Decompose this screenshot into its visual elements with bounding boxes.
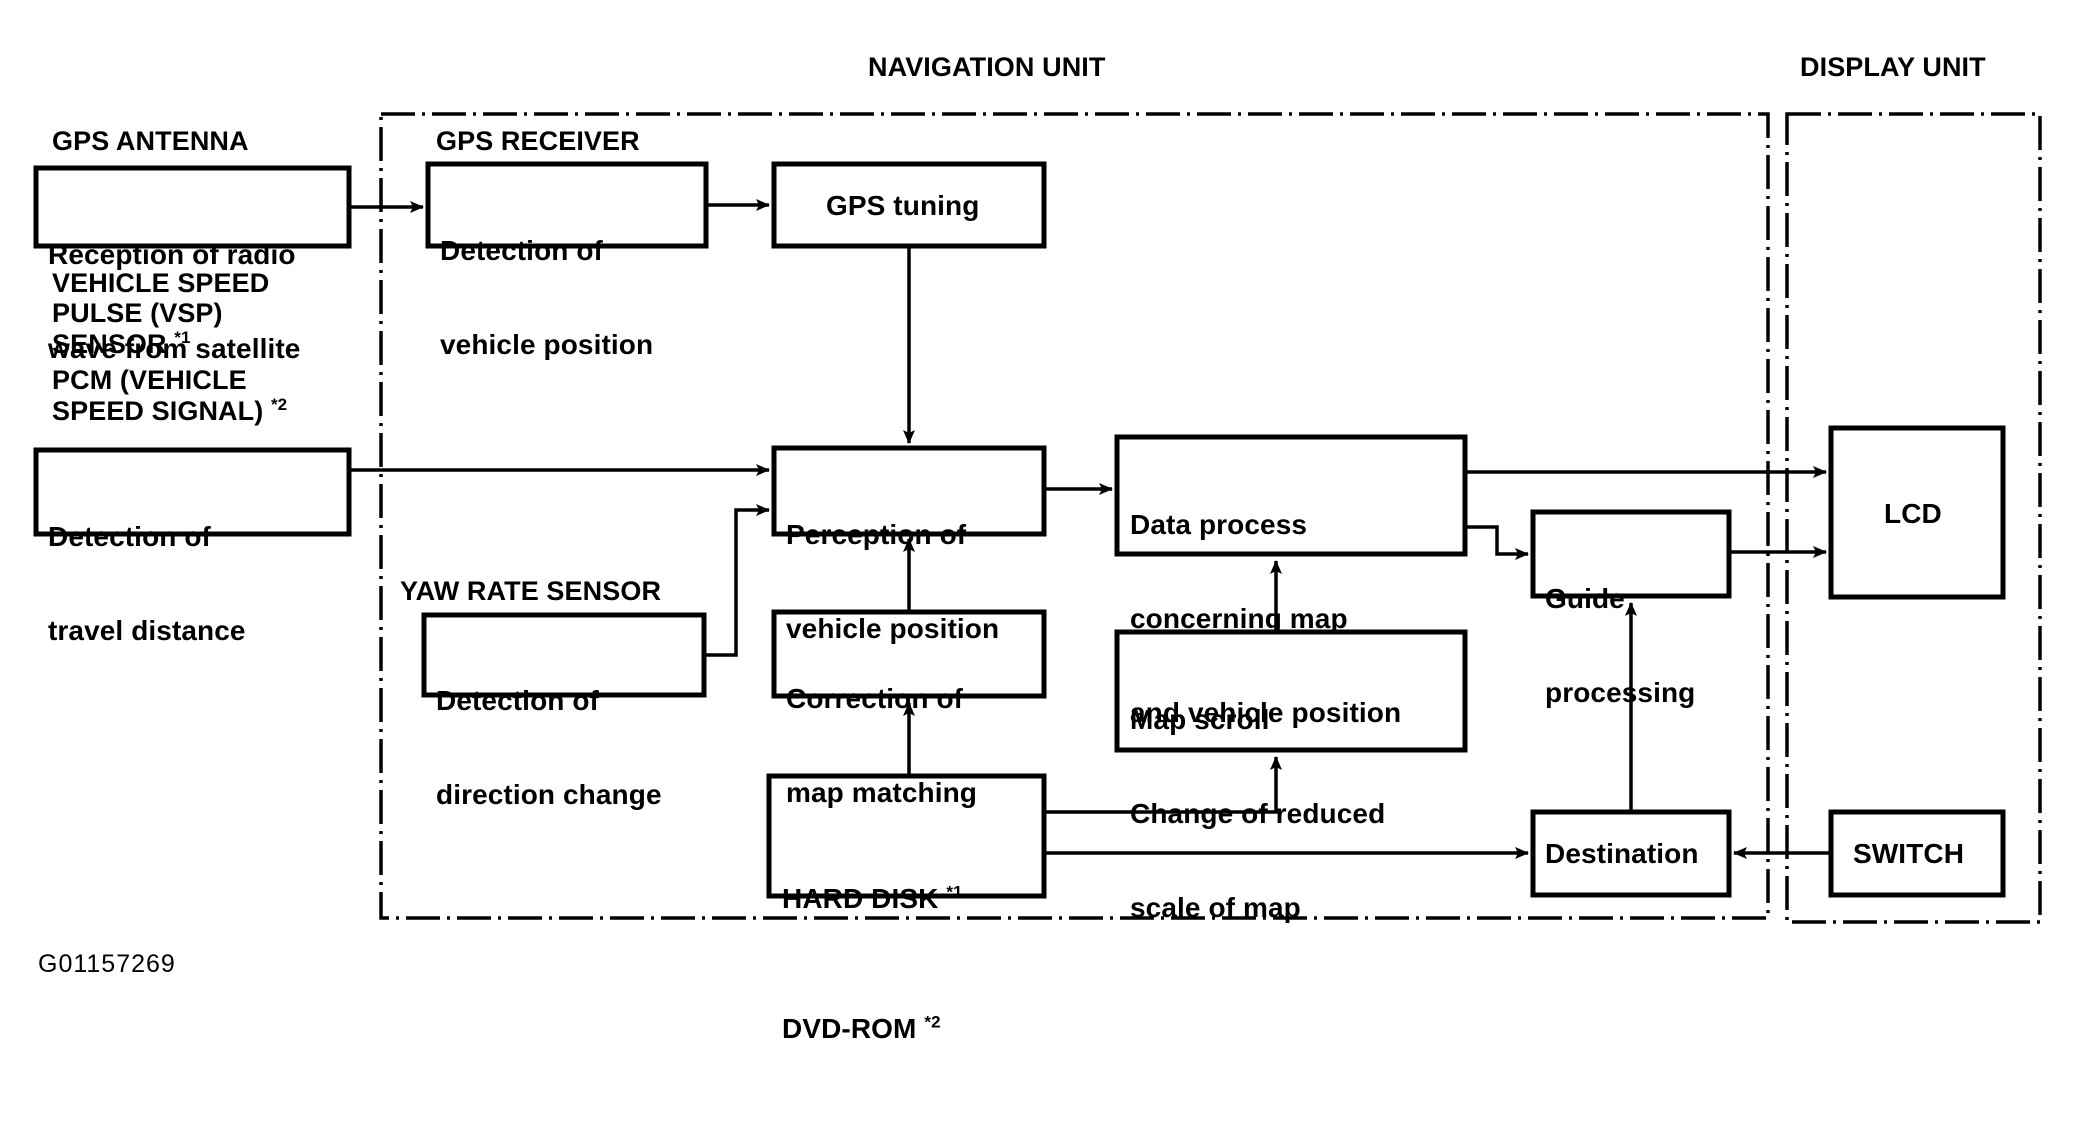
pcm-line-2: SPEED SIGNAL) *2 [52,395,287,426]
vsp-line-1: VEHICLE SPEED [52,268,270,298]
pvp-line-1: Perception of [786,518,967,550]
link-dataprocess-to-guide [1465,525,1529,560]
box-destination-text: Destination [1545,838,1699,869]
ddc-line-1: Detection of [436,684,599,716]
hd-line-2-text: DVD-ROM [782,1012,925,1044]
link-yaw-to-perception [704,504,770,657]
dtd-line-2: travel distance [48,614,246,646]
box-correction-map-matching-text: Correction of map matching [786,620,977,871]
box-data-process-text: Data process concerning map and vehicle … [1130,446,1401,791]
dtd-line-1: Detection of [48,520,211,552]
box-reception-text: Reception of radio wave from satellite [48,176,300,427]
pcm-label: PCM (VEHICLE SPEED SIGNAL) *2 [52,365,287,426]
ms-line-3: scale of map [1130,891,1301,923]
gps-receiver-label: GPS RECEIVER [436,126,640,156]
box-data-process [1114,434,1468,557]
hd-line-2: DVD-ROM *2 [782,1007,963,1050]
gps-antenna-label: GPS ANTENNA [52,126,249,156]
box-detection-travel-distance-text: Detection of travel distance [48,458,246,709]
box-switch [1828,809,2006,898]
box-reception-line-1: Reception of radio [48,238,296,270]
link-harddisk-to-mapscroll [1044,756,1282,814]
hd-footnote-2: *2 [924,1012,941,1032]
box-perception-vehicle-position-text: Perception of vehicle position [786,456,999,707]
gp-line-1: Guide [1545,582,1625,614]
diagram-svg [33,112,2042,924]
vsp-line-3-text: SENSOR [52,329,175,360]
box-guide-processing-text: Guide processing [1545,520,1695,771]
vsp-line-3: SENSOR *1 [52,328,269,359]
pcm-line-2-text: SPEED SIGNAL) [52,396,271,427]
display-unit-boundary [1785,112,2042,924]
gp-line-2: processing [1545,676,1696,708]
box-hard-disk-text: HARD DISK *1 DVD-ROM *2 [782,790,963,1137]
box-map-scroll [1114,629,1468,753]
box-gps-tuning [771,161,1047,249]
pvp-line-2: vehicle position [786,612,1000,644]
dvp-line-1: Detection of [440,234,603,266]
navigation-unit-title: NAVIGATION UNIT [868,52,1106,82]
cmm-line-1: Correction of [786,682,964,714]
box-detection-vehicle-position-text: Detection of vehicle position [440,172,653,423]
ddc-line-2: direction change [436,778,662,810]
vehicle-speed-sensor-label: VEHICLE SPEED PULSE (VSP) SENSOR *1 [52,268,269,360]
box-guide-processing [1530,509,1732,599]
hd-footnote-1: *1 [946,882,963,902]
box-map-scroll-text: Map scroll Change of reduced scale of ma… [1130,641,1385,986]
yaw-rate-sensor-label: YAW RATE SENSOR [400,576,662,606]
box-correction-map-matching [771,609,1047,699]
dp-line-3: and vehicle position [1130,696,1402,728]
box-detection-travel-distance [33,447,352,537]
ms-line-1: Map scroll [1130,703,1270,735]
box-switch-text: SWITCH [1853,838,1965,869]
pcm-line-1: PCM (VEHICLE [52,365,247,395]
navigation-unit-boundary [379,112,1770,920]
pcm-footnote-2: *2 [270,395,288,415]
box-lcd-text: LCD [1884,498,1942,529]
figure-code: G01157269 [38,950,176,978]
dp-line-2: concerning map [1130,602,1348,634]
vsp-line-2: PULSE (VSP) [52,298,223,329]
dvp-line-2: vehicle position [440,328,654,360]
diagram-canvas: NAVIGATION UNIT DISPLAY UNIT GPS ANTENNA… [33,52,2042,1044]
box-detection-direction-change-text: Detection of direction change [436,622,662,873]
box-hard-disk [766,773,1047,899]
box-perception-vehicle-position [771,445,1047,537]
ms-line-2: Change of reduced [1130,797,1386,829]
box-reception-line-2: wave from satellite [48,332,301,364]
hd-line-1-text: HARD DISK [782,882,947,914]
vsp-footnote-1: *1 [174,328,191,348]
box-lcd [1828,425,2006,600]
cmm-line-2: map matching [786,776,978,808]
display-unit-title: DISPLAY UNIT [1800,52,1986,82]
hd-line-1: HARD DISK *1 [782,877,963,920]
box-gps-tuning-text: GPS tuning [826,190,980,221]
dp-line-1: Data process [1130,508,1308,540]
